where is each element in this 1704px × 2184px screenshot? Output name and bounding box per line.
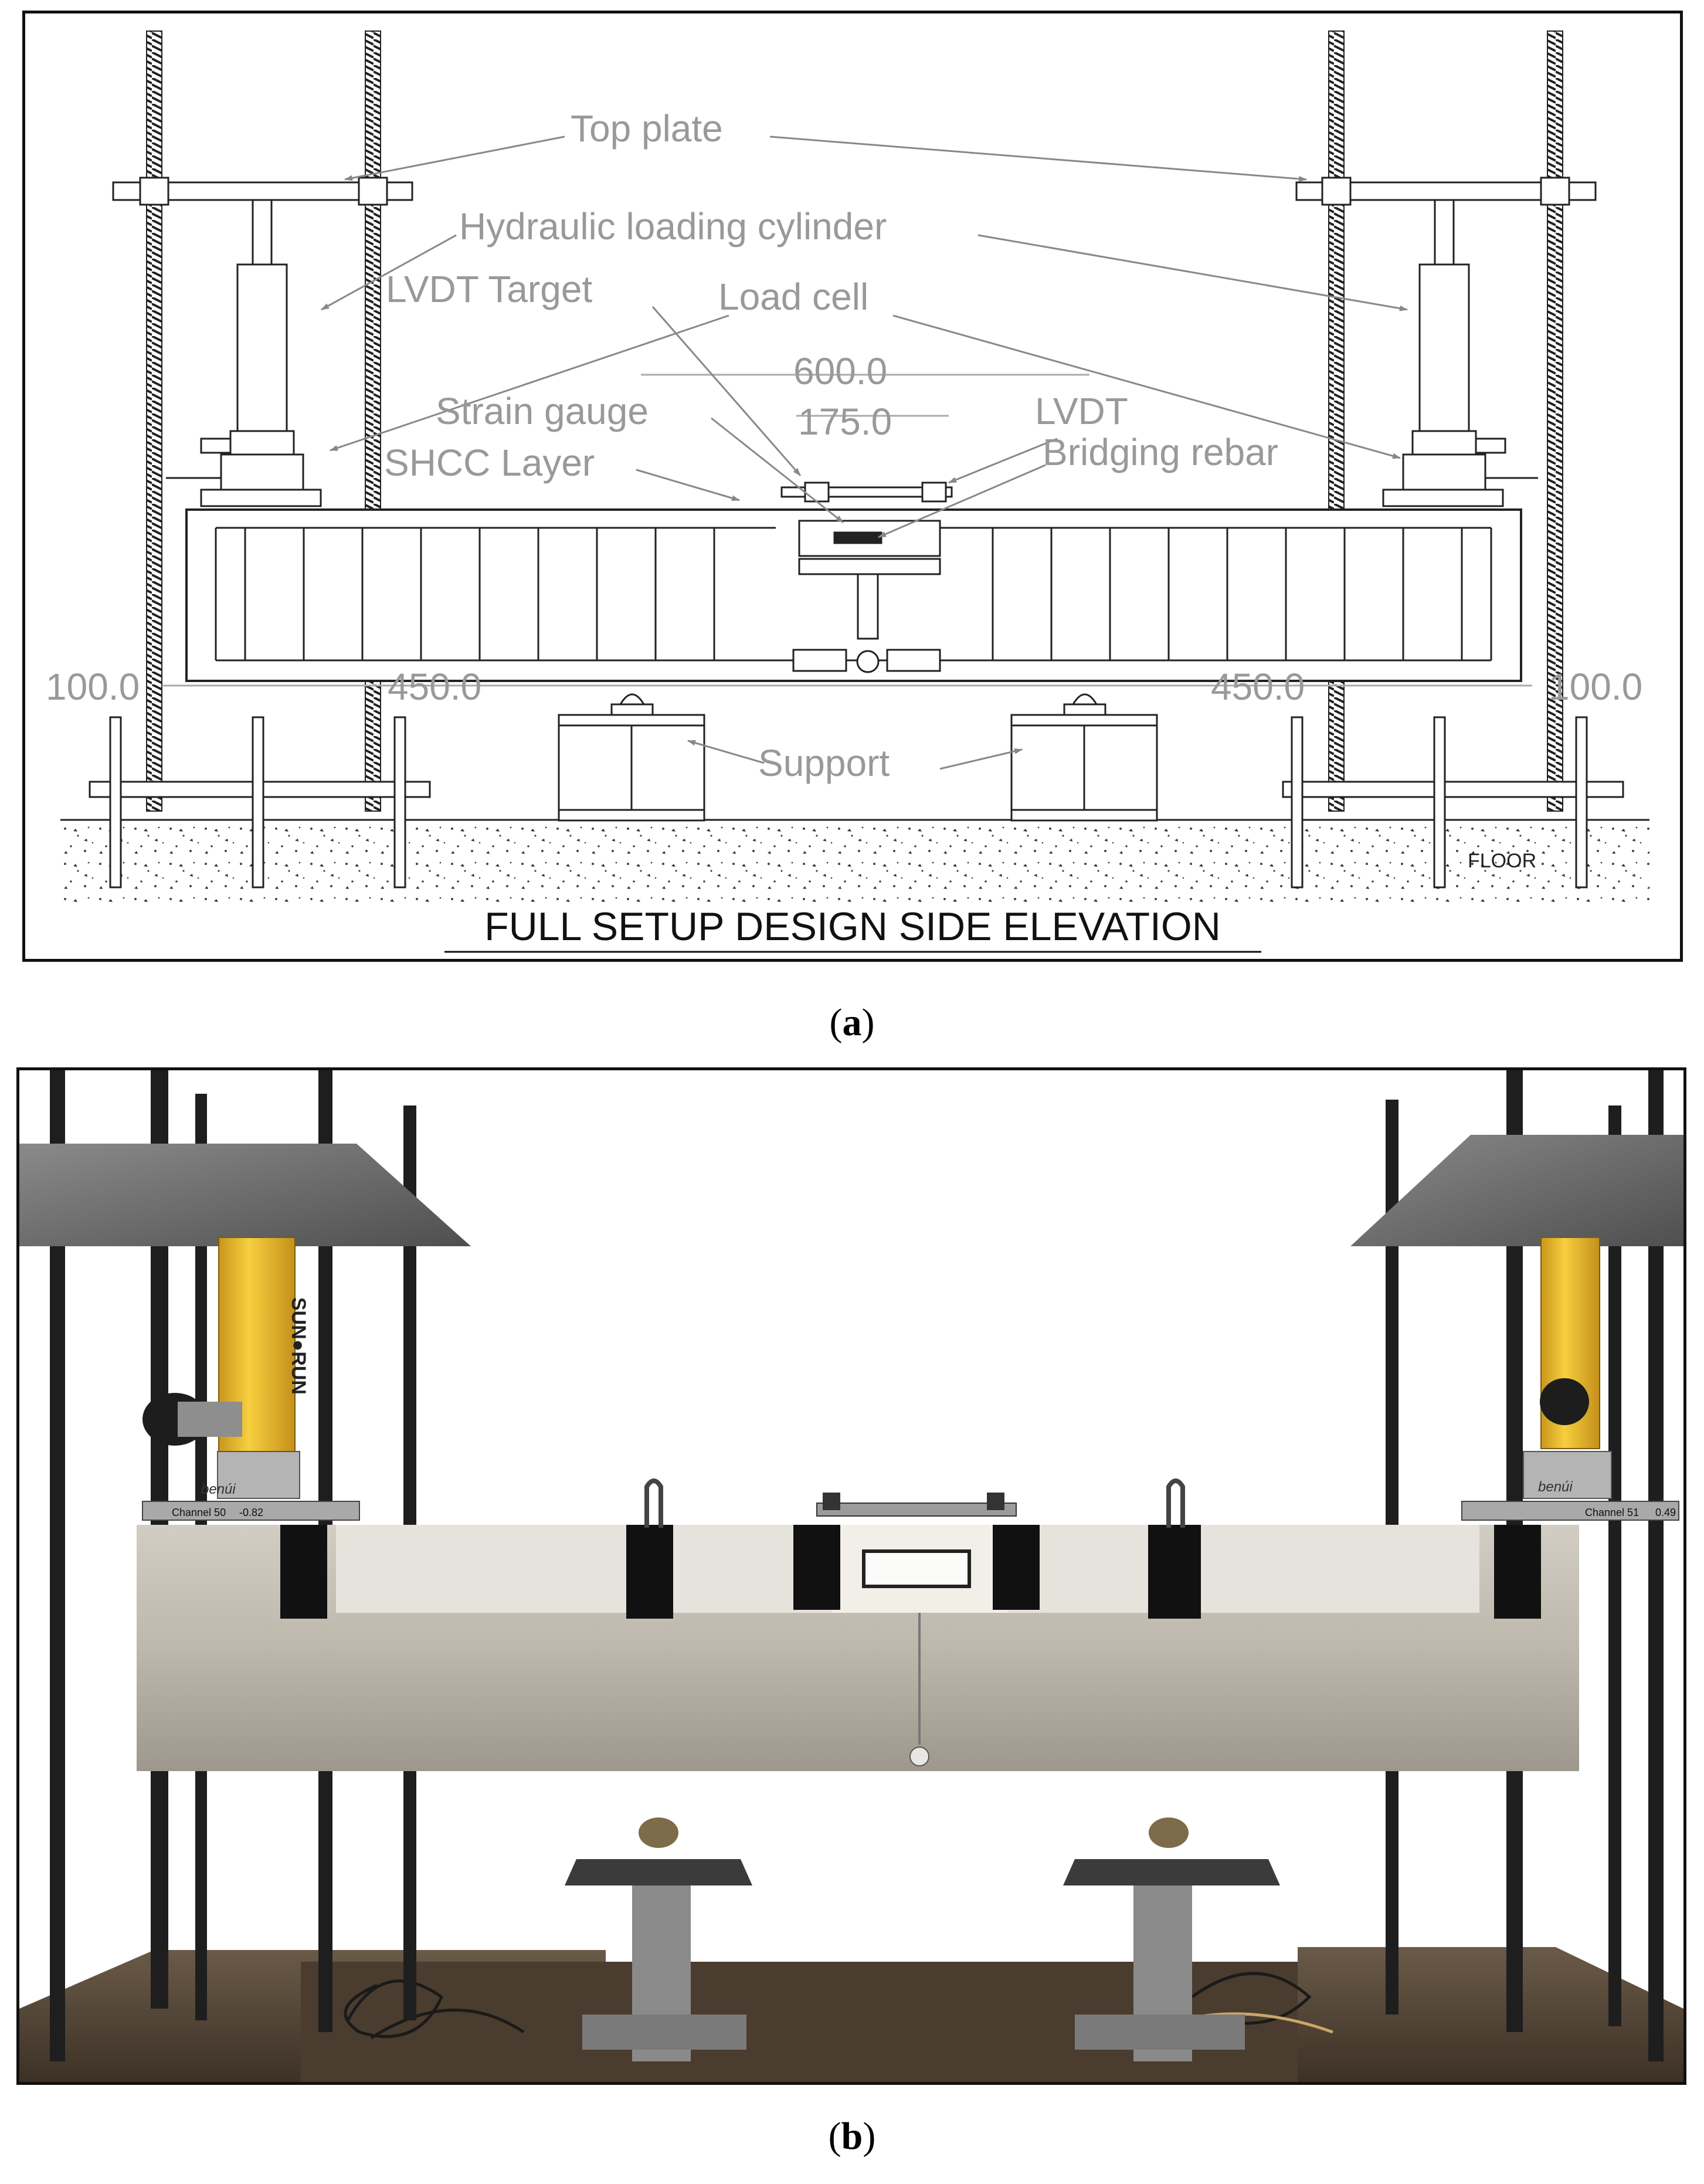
base-plates [89, 716, 1624, 888]
setup-drawing: Top plate Hydraulic loading cylinder LVD… [46, 30, 1649, 953]
setup-photo: SUN●RUN benúi benúi Channel 50 -0.82 Cha… [19, 1070, 1683, 2082]
photo-beam [137, 1525, 1579, 1771]
central-instrumentation [780, 481, 953, 673]
label-dim-100-left: 100.0 [46, 666, 140, 708]
label-hydraulic-cylinder: Hydraulic loading cylinder [459, 205, 887, 247]
label-dim-450-right: 450.0 [1211, 666, 1305, 708]
photo-couplers [142, 1378, 1589, 1446]
photo-bearing-plates: Channel 50 -0.82 Channel 51 0.49 [142, 1501, 1679, 1521]
label-lvdt: LVDT [1035, 390, 1128, 432]
photo-top-plates [19, 1135, 1683, 1246]
label-top-plate: Top plate [571, 107, 723, 150]
svg-text:Channel 51: Channel 51 [1585, 1507, 1639, 1518]
svg-text:benúi: benúi [201, 1481, 236, 1497]
svg-text:FULL SETUP DESIGN SIDE ELEVATI: FULL SETUP DESIGN SIDE ELEVATION [484, 904, 1221, 949]
stirrups [244, 528, 1463, 660]
photo-supports [565, 1817, 1280, 2061]
svg-text:Channel 50: Channel 50 [172, 1507, 226, 1518]
svg-text:SUN●RUN: SUN●RUN [287, 1297, 310, 1395]
annotations: Top plate Hydraulic loading cylinder LVD… [46, 107, 1642, 784]
svg-text:-0.82: -0.82 [239, 1507, 263, 1518]
photo-lvdt [816, 1493, 1017, 1517]
photo-epoxy-patches [280, 1525, 1541, 1619]
cables [344, 1972, 1333, 2040]
caption-a: (a) [829, 1001, 875, 1044]
supports [558, 693, 1158, 822]
hose-fittings [166, 438, 1538, 479]
label-dim-175: 175.0 [798, 401, 892, 443]
label-load-cell: Load cell [718, 276, 868, 318]
svg-text:benúi: benúi [1538, 1479, 1573, 1495]
panel-b-photo: SUN●RUN benúi benúi Channel 50 -0.82 Cha… [16, 1067, 1686, 2085]
label-dim-600: 600.0 [793, 350, 887, 392]
top-plates [112, 177, 1597, 206]
label-strain-gauge: Strain gauge [436, 390, 649, 432]
floor [60, 819, 1649, 903]
label-shcc-layer: SHCC Layer [384, 442, 595, 484]
label-floor: FLOOR [1468, 850, 1536, 872]
drawing-title: FULL SETUP DESIGN SIDE ELEVATION [444, 904, 1261, 953]
label-support: Support [758, 742, 890, 784]
label-dim-450-left: 450.0 [388, 666, 481, 708]
label-dim-100-right: 100.0 [1549, 666, 1642, 708]
caption-b: (b) [828, 2115, 876, 2158]
photo-load-cells: benúi benúi [201, 1451, 1612, 1499]
photo-floor [19, 1947, 1683, 2082]
photo-lifting-hooks [644, 1478, 1185, 1528]
panel-a-drawing: Top plate Hydraulic loading cylinder LVD… [22, 11, 1683, 962]
bearing-plates [200, 489, 1504, 507]
label-lvdt-target: LVDT Target [386, 268, 592, 310]
svg-text:0.49: 0.49 [1655, 1507, 1676, 1518]
leader-arrows [321, 135, 1408, 770]
label-bridging-rebar: Bridging rebar [1043, 431, 1278, 473]
dimension-lines [163, 374, 1532, 687]
